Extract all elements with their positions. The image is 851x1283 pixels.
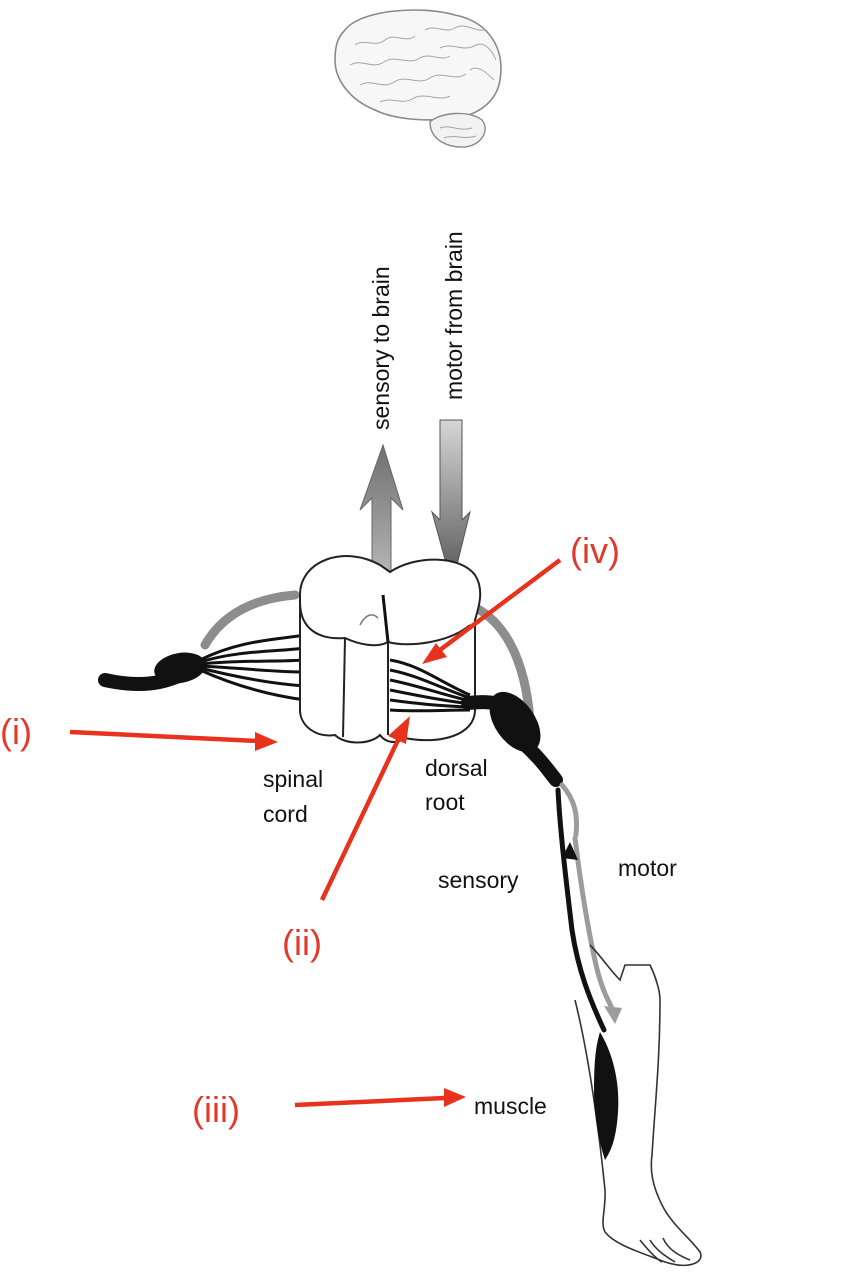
callout-ii-arrow-line xyxy=(322,740,398,900)
label-motor-from-brain: motor from brain xyxy=(441,231,467,400)
motor-arrowhead xyxy=(604,1006,622,1024)
label-sensory: sensory xyxy=(438,867,519,893)
callout-i: (i) xyxy=(0,711,278,752)
callout-ii: (ii) xyxy=(282,716,410,963)
label-spinal: spinal xyxy=(263,766,323,792)
brain-illustration xyxy=(335,10,501,147)
label-muscle: muscle xyxy=(474,1093,547,1119)
label-sensory-to-brain: sensory to brain xyxy=(368,266,394,430)
callout-iii-label: (iii) xyxy=(192,1089,240,1130)
callout-iii: (iii) xyxy=(192,1088,466,1130)
label-cord: cord xyxy=(263,801,308,827)
callout-ii-label: (ii) xyxy=(282,922,322,963)
muscle-shape xyxy=(594,1032,618,1160)
peripheral-nerve xyxy=(558,785,612,1030)
leg-illustration xyxy=(575,945,701,1265)
label-motor: motor xyxy=(618,855,677,881)
callout-iii-arrowhead xyxy=(444,1088,466,1107)
label-dorsal: dorsal xyxy=(425,755,488,781)
callout-i-arrowhead xyxy=(255,732,278,751)
callout-i-label: (i) xyxy=(0,711,32,752)
spinal-cord xyxy=(300,556,480,742)
callout-iv-label: (iv) xyxy=(570,530,620,571)
label-root: root xyxy=(425,789,465,815)
callout-i-arrow-line xyxy=(70,732,258,741)
callout-iii-arrow-line xyxy=(295,1098,445,1105)
dorsal-root-ganglion xyxy=(479,683,551,762)
